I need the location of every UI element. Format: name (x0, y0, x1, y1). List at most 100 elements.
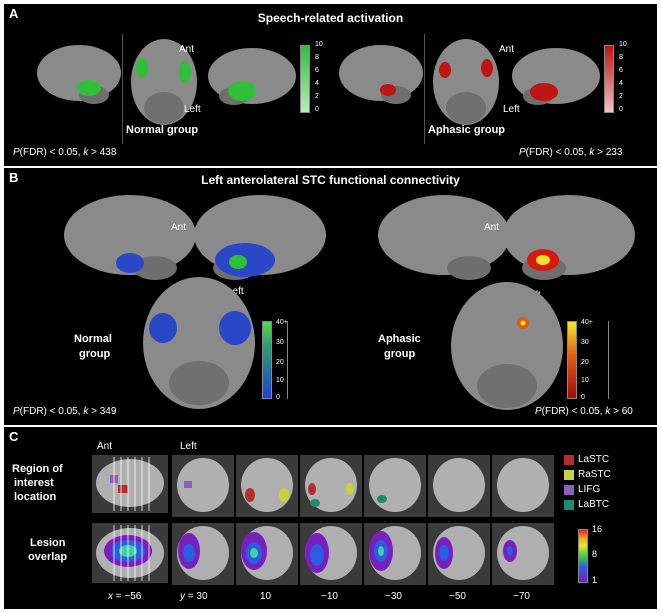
normal-group-b-line2: group (79, 348, 111, 360)
left-label-c: Left (180, 441, 197, 452)
stat-aphasic-b: P(FDR) < 0.05, k > 60 (535, 406, 633, 417)
divider-line (424, 34, 425, 144)
panel-b-label: B (9, 170, 19, 185)
legend-label: RaSTC (578, 469, 611, 480)
colorbar-green-tick: 2 (315, 93, 319, 100)
colorbar-red-tick: 8 (619, 54, 623, 61)
stat-normal-a: P(FDR) < 0.05, k > 438 (13, 147, 117, 158)
slice-label-y: y = 30 (180, 591, 208, 602)
lesion-coronal-slice (492, 523, 554, 585)
lesion-coronal-slice (364, 523, 426, 585)
colorbar-red-tick: 4 (619, 80, 623, 87)
colorbar-red-tick: 2 (619, 93, 623, 100)
colorbar-b-normal-tick: 30 (276, 339, 284, 346)
stat-aphasic-a: P(FDR) < 0.05, k > 233 (519, 147, 623, 158)
panel-c-label: C (9, 429, 19, 444)
lesion-coronal-slice (300, 523, 362, 585)
slice-label: −10 (321, 591, 338, 602)
panel-a-title: Speech-related activation (257, 11, 404, 25)
ant-label-b-aphasic: Ant (484, 222, 500, 233)
brain-lateral-right-normal-b (194, 195, 326, 280)
brain-lateral-right-normal (208, 48, 296, 105)
row2-label-line1: Lesion (30, 537, 66, 549)
slice-label-x: x = −56 (108, 591, 142, 602)
roi-coronal-slice (428, 455, 490, 517)
row1-label-line2: interest (14, 477, 54, 489)
roi-coronal-slice (236, 455, 298, 517)
ant-label-b-normal: Ant (171, 222, 187, 233)
brain-axial-normal-b (143, 277, 255, 409)
left-label-a-normal: Left (184, 104, 201, 115)
panel-a: A Speech-related activation Ant Left 10 … (4, 4, 657, 166)
brain-lateral-left-normal-b (64, 195, 196, 280)
left-label-b-normal: Left (227, 286, 244, 297)
colorbar-b-normal-tick: 10 (276, 377, 284, 384)
roi-coronal-slice (364, 455, 426, 517)
colorbar-c-tick: 8 (592, 549, 598, 559)
colorbar-b-aphasic-tick: 30 (581, 339, 589, 346)
colorbar-green (300, 45, 310, 113)
panel-b: B Left anterolateral STC functional conn… (4, 168, 657, 425)
legend-swatch-lastc (564, 455, 574, 465)
aphasic-group-b-line1: Aphasic (378, 333, 421, 345)
brain-axial-aphasic (433, 39, 499, 125)
divider-line (122, 34, 123, 144)
colorbar-red-yellow (567, 321, 577, 399)
slice-label: −30 (385, 591, 402, 602)
colorbar-green-tick: 0 (315, 106, 319, 113)
colorbar-guide (287, 321, 288, 399)
panel-b-title: Left anterolateral STC functional connec… (201, 173, 460, 187)
brain-axial-normal (131, 39, 197, 125)
roi-coronal-slice (300, 455, 362, 517)
row1-label-line1: Region of (12, 463, 63, 475)
aphasic-group-label: Aphasic group (428, 124, 506, 136)
panel-a-label: A (9, 6, 19, 21)
normal-group-b-line1: Normal (74, 333, 112, 345)
colorbar-lesion (578, 529, 588, 583)
left-label-a-aphasic: Left (503, 104, 520, 115)
legend-swatch-rastc (564, 470, 574, 480)
ant-label-a-normal: Ant (179, 44, 195, 55)
roi-sagittal-slice (92, 455, 168, 513)
lesion-coronal-slice (236, 523, 298, 585)
colorbar-green-tick: 8 (315, 54, 319, 61)
brain-lateral-right-aphasic (512, 48, 600, 105)
lesion-coronal-slice (172, 523, 234, 585)
colorbar-b-aphasic-tick: 0 (581, 394, 585, 401)
row1-label-line3: location (14, 491, 57, 503)
colorbar-red (604, 45, 614, 113)
brain-lateral-left-normal (37, 45, 121, 104)
slice-label: −50 (449, 591, 466, 602)
roi-coronal-slice (492, 455, 554, 517)
normal-group-label: Normal group (126, 124, 199, 136)
brain-lateral-left-aphasic-b (378, 195, 510, 280)
colorbar-green-tick: 10 (315, 41, 323, 48)
colorbar-b-normal-tick: 0 (276, 394, 280, 401)
panel-c: C Ant Left Region of interest location L… (4, 427, 657, 609)
slice-label: −70 (513, 591, 530, 602)
colorbar-green-tick: 4 (315, 80, 319, 87)
stat-normal-b: P(FDR) < 0.05, k > 349 (13, 406, 117, 417)
aphasic-group-b-line2: group (384, 348, 416, 360)
legend-label: LaBTC (578, 499, 610, 510)
colorbar-green-tick: 6 (315, 67, 319, 74)
colorbar-b-normal-tick: 20 (276, 359, 284, 366)
legend-swatch-lifg (564, 485, 574, 495)
colorbar-b-aphasic-tick: 10 (581, 377, 589, 384)
lesion-sagittal-slice (92, 523, 168, 583)
legend-label: LIFG (578, 484, 601, 495)
colorbar-red-tick: 0 (619, 106, 623, 113)
colorbar-blue-green (262, 321, 272, 399)
colorbar-red-tick: 6 (619, 67, 623, 74)
colorbar-b-normal-tick: 40+ (276, 319, 288, 326)
roi-coronal-slice (172, 455, 234, 517)
brain-axial-aphasic-b (451, 282, 563, 410)
row2-label-line2: overlap (28, 551, 68, 563)
colorbar-c-tick: 16 (592, 524, 603, 534)
colorbar-b-aphasic-tick: 40+ (581, 319, 593, 326)
legend-swatch-labtc (564, 500, 574, 510)
legend-label: LaSTC (578, 454, 610, 465)
brain-lateral-right-aphasic-b (503, 195, 635, 280)
colorbar-c-tick: 1 (592, 575, 598, 585)
ant-label-a-aphasic: Ant (499, 44, 515, 55)
